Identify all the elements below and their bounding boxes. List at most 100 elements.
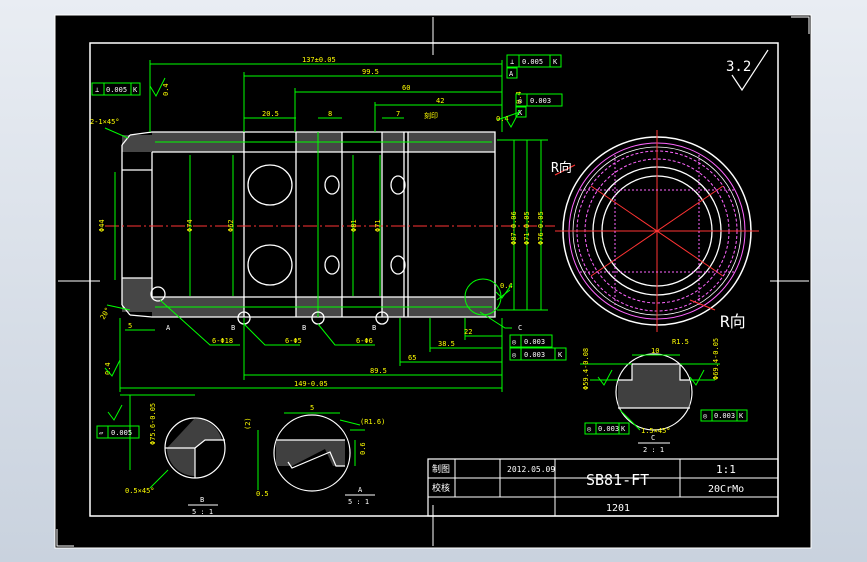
dim-5: 5 (128, 322, 132, 330)
tolc2-value: 0.003 (714, 412, 735, 420)
dimension-lines (104, 60, 542, 392)
title-check-label: 校核 (432, 482, 450, 494)
tolerance-frame-c2: ◎ 0.003 K (700, 409, 748, 422)
detail-a[interactable]: 5 (R1.6) (2) 0.6 0.5 A 5 : 1 (244, 404, 385, 506)
tolc2-symbol: ◎ (703, 412, 708, 420)
tolerance-frame-1: ⊥ 0.005 K (91, 82, 141, 96)
dim-0-4-d: 0.4 (500, 282, 513, 290)
dim-d71-tol: Φ71-0.05 (523, 211, 531, 245)
detail-c-dia-1: Φ59.4-0.08 (582, 348, 590, 390)
surface-finish-marks (104, 77, 521, 377)
detail-a-label: A (358, 486, 363, 494)
title-block[interactable]: 制图 校核 2012.05.09 SB81-FT 1:1 20CrMo 1201 (427, 458, 779, 517)
title-drawn-label: 制图 (432, 463, 450, 475)
tol1-value: 0.005 (106, 86, 127, 94)
tolerance-frame-b: ▱ 0.005 (96, 425, 140, 439)
main-section-view[interactable]: 137±0.05 99.5 60 42 20.5 8 7 刻印 2-1×45° … (90, 54, 576, 392)
dim-60: 60 (402, 84, 410, 92)
tolc1-symbol: ◎ (587, 425, 592, 433)
dim-d87: Φ87-0.06 (510, 211, 518, 245)
dim-d74: Φ74 (186, 219, 194, 232)
dim-0-4-e: 0.4 (515, 91, 523, 104)
title-material: 20CrMo (708, 484, 744, 495)
tolerance-frame-4: ◎ 0.003 ◎ 0.003 K (509, 334, 567, 361)
section-outline (121, 131, 496, 318)
r-direction-view[interactable]: R向 (555, 130, 759, 332)
tolb-value: 0.005 (111, 429, 132, 437)
detail-a-0-6: 0.6 (359, 442, 367, 455)
view-label-r1: R向 (551, 160, 572, 176)
tol3-ref: K (518, 109, 523, 117)
detail-a-radius: (R1.6) (360, 418, 385, 426)
tol5-symbol: ◎ (512, 351, 517, 359)
detail-b-scale: 5 : 1 (192, 508, 213, 516)
detail-b[interactable]: Φ75.6-0.05 0.5×45° ▱ 0.005 B 5 : 1 (96, 394, 226, 516)
detail-c-scale: 2 : 1 (643, 446, 664, 454)
detail-a-scale: 5 : 1 (348, 498, 369, 506)
dim-22: 22 (464, 328, 472, 336)
dim-89-5: 89.5 (370, 367, 387, 375)
tolb-symbol: ▱ (99, 429, 104, 437)
tol2-symbol: ⊥ (510, 58, 514, 66)
detail-c-chamfer: 1.5×45° (641, 427, 671, 435)
section-inner-lines (155, 132, 548, 317)
detail-b-label: B (200, 496, 204, 504)
detail-a-width: 5 (310, 404, 314, 412)
tol4-value: 0.003 (524, 338, 545, 346)
tol2-ref: K (553, 58, 558, 66)
detail-c[interactable]: 10 R1.5 Φ59.4-0.08 Φ69.4-0.05 1.5×45° ◎ … (580, 338, 748, 454)
frame-center-marks (58, 17, 809, 546)
tol5-value: 0.003 (524, 351, 545, 359)
dim-7: 7 (396, 110, 400, 118)
view-r-arrow-2: R向 (689, 299, 746, 331)
tolc1-value: 0.003 (598, 425, 619, 433)
title-scale: 1:1 (716, 463, 736, 476)
datum-c-main: C (518, 324, 522, 332)
title-date: 2012.05.09 (507, 465, 555, 474)
dim-holes-6: 6-Φ6 (356, 337, 373, 345)
datum-a-main: A (166, 324, 171, 332)
dim-42: 42 (436, 97, 444, 105)
dim-d62: Φ62 (227, 219, 235, 232)
general-surface-finish: 3.2 (726, 49, 769, 92)
title-code: 1201 (606, 503, 630, 514)
dim-d76: Φ76-0.05 (537, 211, 545, 245)
datum-b-1: B (231, 324, 235, 332)
detail-b-dia: Φ75.6-0.05 (149, 403, 157, 445)
tol3-value: 0.003 (530, 97, 551, 105)
dim-149: 149-0.05 (294, 380, 328, 388)
dim-0-4-a: 0.4 (162, 83, 170, 96)
tol1-symbol: ⊥ (95, 86, 99, 94)
tolerance-frame-2: ⊥ 0.005 K (506, 54, 562, 79)
frame-corner-triangles (56, 16, 810, 547)
dim-20-5: 20.5 (262, 110, 279, 118)
tol4-symbol: ◎ (512, 338, 517, 346)
dim-holes-18: 6-Φ18 (212, 337, 233, 345)
dim-d71: Φ71 (374, 219, 382, 232)
tolerance-frame-3: ◎ 0.003 K (515, 93, 563, 118)
detail-a-2: (2) (244, 417, 252, 430)
view-label-r2: R向 (720, 312, 746, 331)
detail-a-0-5: 0.5 (256, 490, 269, 498)
dim-overall-length: 137±0.05 (302, 56, 336, 64)
dim-65: 65 (408, 354, 416, 362)
surface-finish-value: 3.2 (726, 59, 751, 75)
datum-a-top: A (509, 70, 514, 78)
datum-b-2: B (302, 324, 306, 332)
detail-c-label: C (651, 434, 655, 442)
detail-c-dia-2: Φ69.4-0.05 (712, 338, 720, 380)
dim-0-4-b: 0.4 (496, 115, 509, 123)
title-part-number: SB81-FT (586, 471, 649, 489)
dim-8: 8 (328, 110, 332, 118)
dim-holes-5: 6-Φ5 (285, 337, 302, 345)
tol5-ref: K (558, 351, 563, 359)
dim-d81: Φ81 (350, 219, 358, 232)
tolc2-ref: K (739, 412, 744, 420)
dim-99-5: 99.5 (362, 68, 379, 76)
tol1-ref: K (133, 86, 138, 94)
dim-38-5: 38.5 (438, 340, 455, 348)
detail-b-chamfer: 0.5×45° (125, 487, 155, 495)
detail-c-width: 10 (651, 347, 659, 355)
detail-c-radius: R1.5 (672, 338, 689, 346)
